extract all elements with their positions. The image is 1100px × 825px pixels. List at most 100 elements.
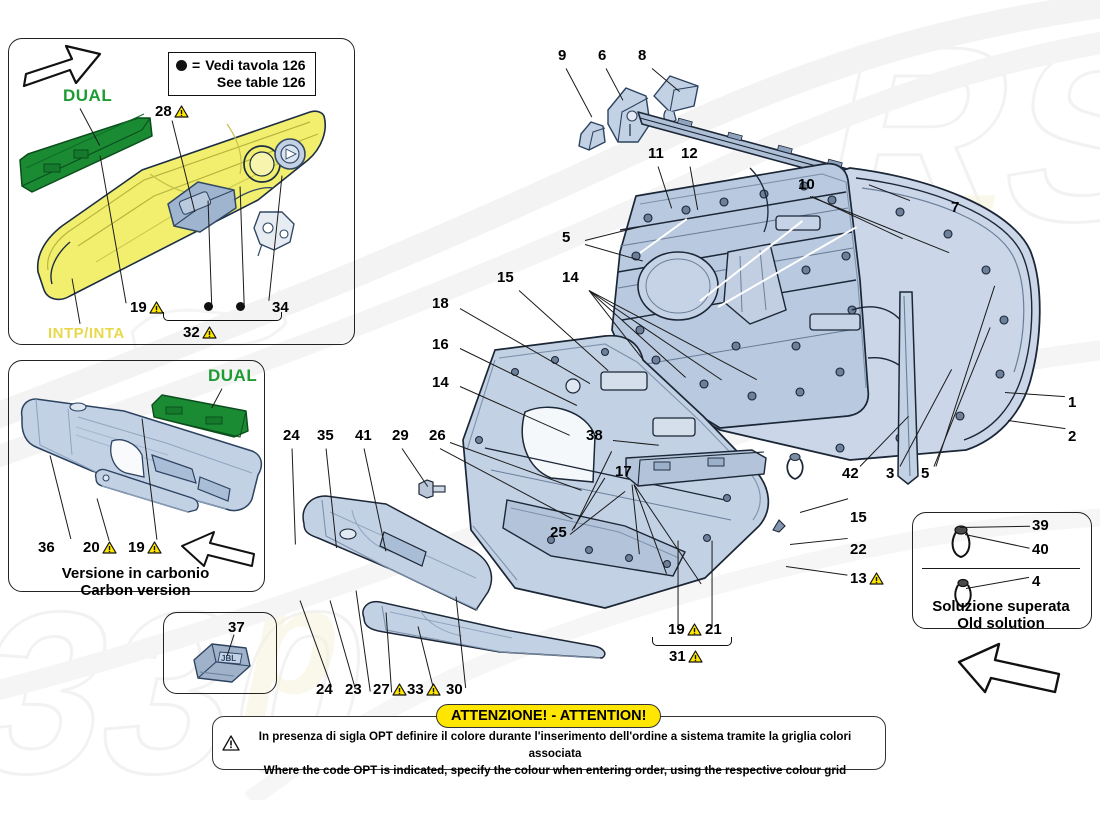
bracket-32	[163, 312, 282, 321]
callout-9: 9	[558, 47, 567, 64]
part-art-bolt-29	[415, 478, 447, 500]
callout-19-panel1: 19	[130, 300, 164, 315]
callout-23: 23	[345, 681, 362, 698]
caption-carbon-it: Versione in carbonio	[61, 565, 210, 582]
callout-5-upper: 5	[562, 229, 571, 246]
warning-triangle-icon	[102, 541, 117, 554]
attention-line-en: Where the code OPT is indicated, specify…	[263, 763, 847, 777]
legend-line-en: See table 126	[216, 73, 306, 90]
callout-1: 1	[1068, 394, 1077, 411]
attention-line-it: In presenza di sigla OPT definire il col…	[258, 730, 852, 760]
callout-16: 16	[432, 336, 449, 353]
bullet-marker-32b	[236, 302, 245, 311]
part-art-clip-22	[770, 518, 788, 534]
label-dual-panel2: DUAL	[208, 366, 258, 385]
callout-3: 3	[886, 465, 895, 482]
callout-19-main: 19	[668, 622, 702, 637]
caption-old-it: Soluzione superata	[932, 598, 1070, 615]
callout-33: 33	[407, 682, 441, 697]
panel-speaker-module	[163, 612, 277, 694]
part-art-clip-26	[784, 452, 808, 482]
callout-26: 26	[429, 427, 446, 444]
part-art-dual-green-insert	[14, 113, 159, 196]
callout-28: 928	[155, 104, 189, 119]
callout-15-upper: 15	[497, 269, 514, 286]
callout-6: 6	[598, 47, 607, 64]
part-art-bracket-6	[604, 84, 654, 150]
callout-36: 36	[38, 539, 55, 556]
svg-text:JBL: JBL	[221, 654, 236, 663]
panel-dual-trim	[8, 38, 355, 345]
part-art-bracket-8	[650, 72, 702, 128]
divider-old-solution	[922, 568, 1080, 570]
bracket-31	[652, 637, 732, 646]
attention-text: In presenza di sigla OPT definire il col…	[240, 729, 870, 779]
part-art-center-rail	[624, 448, 769, 494]
callout-13: 13	[850, 571, 884, 586]
callout-41: 41	[355, 427, 372, 444]
callout-18: 18	[432, 295, 449, 312]
part-art-door-trim-yellow	[22, 104, 332, 309]
callout-4: 4	[1032, 573, 1041, 590]
part-art-door-inner-trim	[455, 330, 785, 620]
part-art-clip-4	[952, 578, 978, 612]
part-art-sill-strip-lower	[360, 600, 610, 660]
callout-15-lower: 15	[850, 509, 867, 526]
view-direction-arrow-1	[18, 42, 103, 92]
callout-37: 37	[228, 619, 245, 636]
callout-8: 8	[638, 47, 647, 64]
callout-2: 2	[1068, 428, 1077, 445]
callout-19-panel2: 19	[128, 540, 162, 555]
part-art-carbon-dual-green	[148, 393, 253, 441]
callout-5-lower: 5	[921, 465, 930, 482]
callout-24-upper: 24	[283, 427, 300, 444]
warning-triangle-icon	[687, 623, 702, 636]
part-art-clip-39-40	[950, 524, 976, 562]
warning-triangle-icon	[149, 301, 164, 314]
callout-29: 29	[392, 427, 409, 444]
callout-34: 34	[272, 299, 289, 316]
callout-10: 10	[798, 176, 815, 193]
callout-17: 17	[615, 463, 632, 480]
warning-triangle-icon	[174, 105, 189, 118]
warning-triangle-icon	[147, 541, 162, 554]
callout-40: 40	[1032, 541, 1049, 558]
legend-bullet-icon	[176, 60, 187, 71]
attention-pill: ATTENZIONE! - ATTENTION!	[436, 704, 662, 728]
part-art-window-rail	[890, 290, 930, 490]
warning-triangle-icon	[392, 683, 407, 696]
legend-box-see-table: = Vedi tavola 126 See table 126	[168, 52, 316, 97]
warning-triangle-icon	[202, 326, 217, 339]
callout-11: 11	[648, 145, 664, 162]
view-direction-arrow-3	[955, 640, 1065, 696]
part-art-speaker-jbl: JBL	[190, 638, 256, 686]
callout-20: 20	[83, 540, 117, 555]
callout-7: 7	[951, 199, 960, 216]
view-direction-arrow-2	[178, 528, 258, 570]
label-dual-panel1: DUAL	[63, 86, 113, 105]
part-art-door-shell	[600, 160, 1050, 480]
callout-24-lower: 24	[316, 681, 333, 698]
caption-carbon-version: Versione in carbonio Carbon version	[8, 565, 263, 600]
callout-39: 39	[1032, 517, 1049, 534]
callout-35: 35	[317, 427, 334, 444]
callout-22: 22	[850, 541, 867, 558]
warning-triangle-icon	[426, 683, 441, 696]
panel-carbon-version	[8, 360, 265, 592]
warning-triangle-icon	[688, 650, 703, 663]
callout-12: 12	[681, 145, 698, 162]
attention-warning-icon	[222, 735, 240, 751]
callout-31: 31	[669, 649, 703, 664]
callout-14-upper: 14	[562, 269, 579, 286]
callout-27: 27	[373, 682, 407, 697]
part-art-clip-9	[575, 118, 609, 154]
bullet-marker-32a	[204, 302, 213, 311]
legend-equals: =	[192, 57, 201, 73]
callout-25: 25	[550, 524, 567, 541]
callout-32: 32	[183, 325, 217, 340]
callout-14-lower: 14	[432, 374, 449, 391]
warning-triangle-icon	[869, 572, 884, 585]
part-art-sill-strip-upper	[296, 490, 511, 620]
label-intp-inta: INTP/INTA	[48, 325, 125, 342]
caption-old-solution: Soluzione superata Old solution	[912, 598, 1090, 633]
